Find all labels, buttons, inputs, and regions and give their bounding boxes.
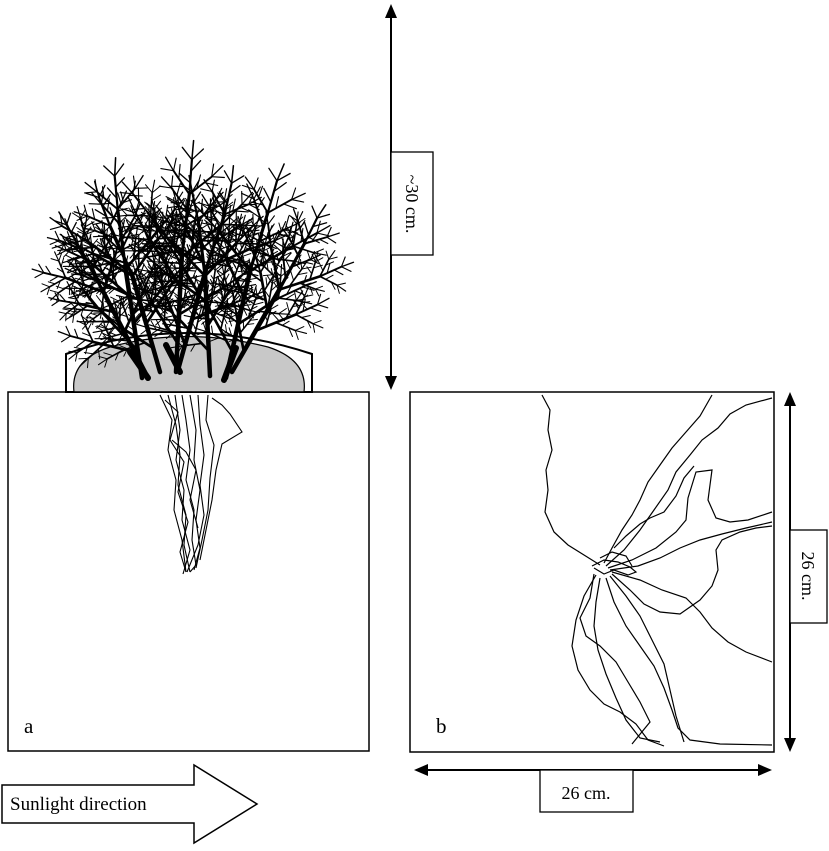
depth-label: 26 cm. — [798, 552, 818, 601]
height-dimension: ~30 cm. — [385, 4, 433, 390]
height-label: ~30 cm. — [402, 175, 422, 234]
panel-a-roots — [160, 395, 242, 574]
panel-a-frame — [8, 392, 369, 751]
right-arrowhead-icon — [758, 764, 772, 776]
panel-b-roots — [542, 395, 772, 746]
up-arrowhead-icon — [784, 392, 796, 406]
up-arrowhead-icon — [385, 4, 397, 18]
panel-b: b — [410, 392, 774, 752]
panel-b-label: b — [436, 714, 447, 738]
width-label: 26 cm. — [562, 783, 611, 803]
plant-foliage — [32, 141, 353, 380]
panel-a: a — [8, 392, 369, 751]
plant-illustration — [32, 141, 353, 392]
panel-a-label: a — [24, 714, 34, 738]
sunlight-label: Sunlight direction — [10, 794, 147, 815]
down-arrowhead-icon — [385, 376, 397, 390]
depth-dimension: 26 cm. — [784, 392, 827, 752]
width-dimension: 26 cm. — [414, 764, 772, 812]
sunlight-arrow: Sunlight direction — [2, 765, 257, 843]
pot — [66, 333, 312, 392]
down-arrowhead-icon — [784, 738, 796, 752]
left-arrowhead-icon — [414, 764, 428, 776]
panel-b-frame — [410, 392, 774, 752]
